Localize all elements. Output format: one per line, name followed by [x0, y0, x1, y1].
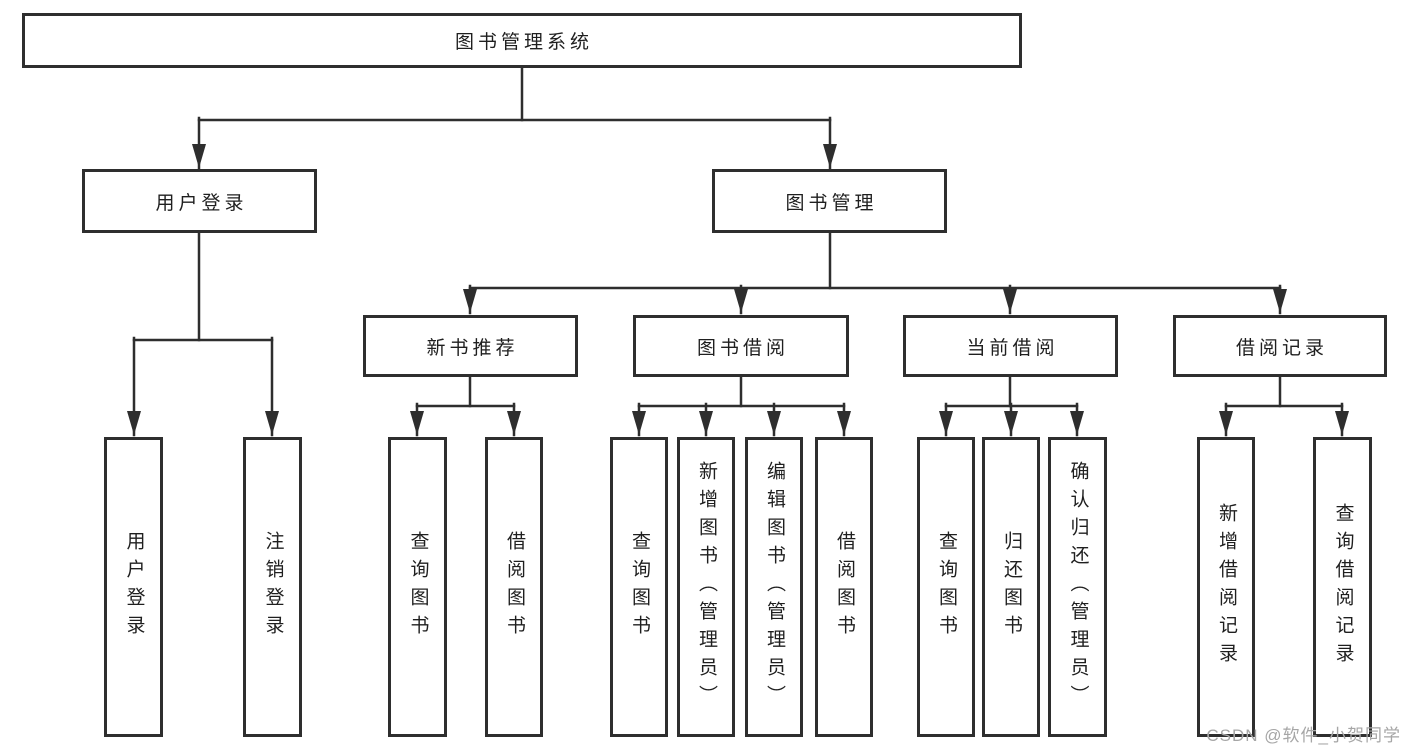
node-library-management-system: 图书管理系统	[22, 13, 1022, 68]
node-label: 编辑图书（管理员）	[763, 461, 785, 713]
node-book-borrowing: 图书借阅	[633, 315, 849, 377]
node-label: 归还图书	[1000, 531, 1022, 643]
node-return-books: 归还图书	[982, 437, 1040, 737]
node-label: 新增图书（管理员）	[695, 461, 717, 713]
node-label: 新书推荐	[426, 337, 519, 359]
node-label: 查询借阅记录	[1332, 503, 1354, 671]
node-query-books-current: 查询图书	[917, 437, 975, 737]
node-borrow-books-recommend: 借阅图书	[485, 437, 543, 737]
csdn-watermark: CSDN @软件_小贺同学	[1206, 726, 1401, 745]
node-user-login-leaf: 用户登录	[104, 437, 163, 737]
node-borrow-books-borrowing: 借阅图书	[815, 437, 873, 737]
node-label: 用户登录	[155, 192, 248, 214]
node-new-book-recommendation: 新书推荐	[363, 315, 578, 377]
node-label: 借阅图书	[833, 531, 855, 643]
node-label: 图书管理	[785, 192, 878, 214]
node-label: 借阅图书	[503, 531, 525, 643]
node-label: 当前借阅	[966, 337, 1059, 359]
node-book-management: 图书管理	[712, 169, 947, 233]
node-logout: 注销登录	[243, 437, 302, 737]
node-label: 图书借阅	[696, 337, 789, 359]
node-query-books-recommend: 查询图书	[388, 437, 447, 737]
node-query-borrow-record: 查询借阅记录	[1313, 437, 1372, 737]
node-label: 用户登录	[123, 531, 145, 643]
node-label: 图书管理系统	[454, 32, 593, 53]
node-edit-book-admin: 编辑图书（管理员）	[745, 437, 803, 737]
node-label: 查询图书	[407, 531, 429, 643]
node-confirm-return-admin: 确认归还（管理员）	[1048, 437, 1107, 737]
node-borrowing-records: 借阅记录	[1173, 315, 1387, 377]
node-query-books-borrowing: 查询图书	[610, 437, 668, 737]
node-add-book-admin: 新增图书（管理员）	[677, 437, 735, 737]
node-label: 查询图书	[935, 531, 957, 643]
node-user-login-branch: 用户登录	[82, 169, 317, 233]
node-add-borrow-record: 新增借阅记录	[1197, 437, 1255, 737]
node-label: 注销登录	[262, 531, 284, 643]
node-label: 借阅记录	[1235, 337, 1328, 359]
node-current-borrowing: 当前借阅	[903, 315, 1118, 377]
node-label: 确认归还（管理员）	[1067, 461, 1089, 713]
node-label: 查询图书	[628, 531, 650, 643]
node-label: 新增借阅记录	[1215, 503, 1237, 671]
